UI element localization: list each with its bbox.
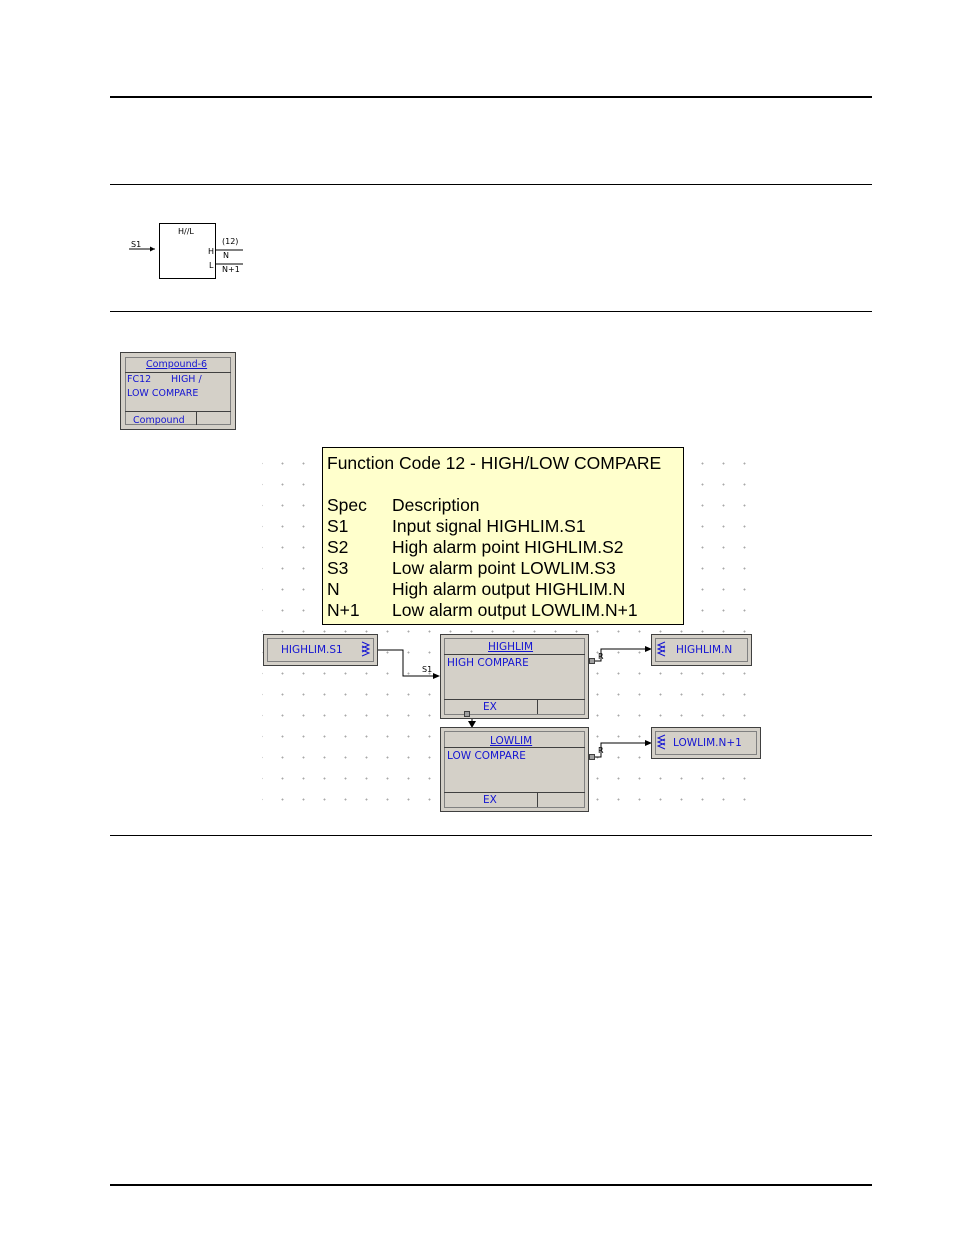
lowlim-title-divider [444,747,585,748]
highlim-output-port[interactable] [589,658,595,664]
symbol-input-label: S1 [131,240,142,249]
function-code-note[interactable]: Function Code 12 - HIGH/LOW COMPARE Spec… [322,447,684,625]
symbol-lines [129,223,243,279]
connector-icon [656,641,666,657]
symbol-block-label: H//L [178,227,194,236]
highlim-chain-port[interactable] [464,711,470,717]
compound-inner [125,357,231,425]
note-row-desc: High alarm point HIGHLIM.S2 [392,537,624,557]
compound-line2: LOW COMPARE [127,388,199,399]
compound-line1a: FC12 [127,374,152,385]
input-reference-highlim-s1[interactable]: HIGHLIM.S1 [263,634,378,666]
lowlim-footer-split [537,793,538,807]
compound-title: Compound-6 [146,359,208,370]
note-row-spec: S3 [327,558,349,578]
fb-inner [444,638,585,715]
function-block-highlim[interactable]: HIGHLIM HIGH COMPARE EX [440,634,589,719]
note-row-spec: N+1 [327,600,360,620]
highlim-title-divider [444,654,585,655]
compound-footer: Compound [133,415,185,426]
io-inner [655,638,748,662]
note-row-spec: S2 [327,537,349,557]
io-inner [655,731,757,755]
symbol-output-n: N [223,251,229,260]
note-title: Function Code 12 - HIGH/LOW COMPARE [327,453,662,473]
highlim-input-port-label: S1 [422,665,433,674]
compound-tile[interactable]: Compound-6 FC12 HIGH / LOW COMPARE Compo… [120,352,236,430]
note-row-desc: Low alarm point LOWLIM.S3 [392,558,616,578]
compound-footer-divider [125,411,231,412]
bottom-rule [110,1184,872,1186]
output-reference-lowlim-n1[interactable]: LOWLIM.N+1 [651,727,761,759]
symbol-low-pin: L [209,261,214,270]
io-inner [267,638,374,662]
output-reference-highlim-n[interactable]: HIGHLIM.N [651,634,752,666]
compound-footer-split [196,412,197,425]
symbol-high-pin: H [208,247,215,256]
output-reference-label: HIGHLIM.N [676,644,733,656]
highlim-footer-split [537,700,538,714]
lowlim-footer: EX [483,794,497,806]
lowlim-footer-divider [444,792,585,793]
note-row-desc: High alarm output HIGHLIM.N [392,579,626,599]
highlim-name: HIGHLIM [488,641,534,653]
rule-1 [110,184,872,185]
note-header-spec: Spec [327,495,367,515]
symbol-output-n1: N+1 [222,265,240,274]
lowlim-desc: LOW COMPARE [447,750,526,762]
compound-title-divider [125,372,231,373]
lowlim-output-port-label: R [598,746,604,755]
highlim-output-port-label: R [598,652,604,661]
highlim-footer-divider [444,699,585,700]
note-header-desc: Description [392,495,480,515]
output-reference-label: LOWLIM.N+1 [673,737,742,749]
lowlim-output-port[interactable] [589,754,595,760]
symbol-function-code: (12) [222,237,239,246]
note-row-desc: Input signal HIGHLIM.S1 [392,516,586,536]
function-block-lowlim[interactable]: LOWLIM LOW COMPARE EX [440,727,589,812]
note-row-desc: Low alarm output LOWLIM.N+1 [392,600,638,620]
connector-icon [656,734,666,750]
connector-icon [361,641,371,657]
note-row-spec: N [327,579,340,599]
compound-line1b: HIGH / [171,374,202,385]
note-row-spec: S1 [327,516,349,536]
fb-inner [444,731,585,808]
rule-3 [110,835,872,836]
top-rule [110,96,872,98]
lowlim-name: LOWLIM [490,735,533,747]
highlim-footer: EX [483,701,497,713]
highlim-desc: HIGH COMPARE [447,657,529,669]
input-reference-label: HIGHLIM.S1 [281,644,343,656]
rule-2 [110,311,872,312]
